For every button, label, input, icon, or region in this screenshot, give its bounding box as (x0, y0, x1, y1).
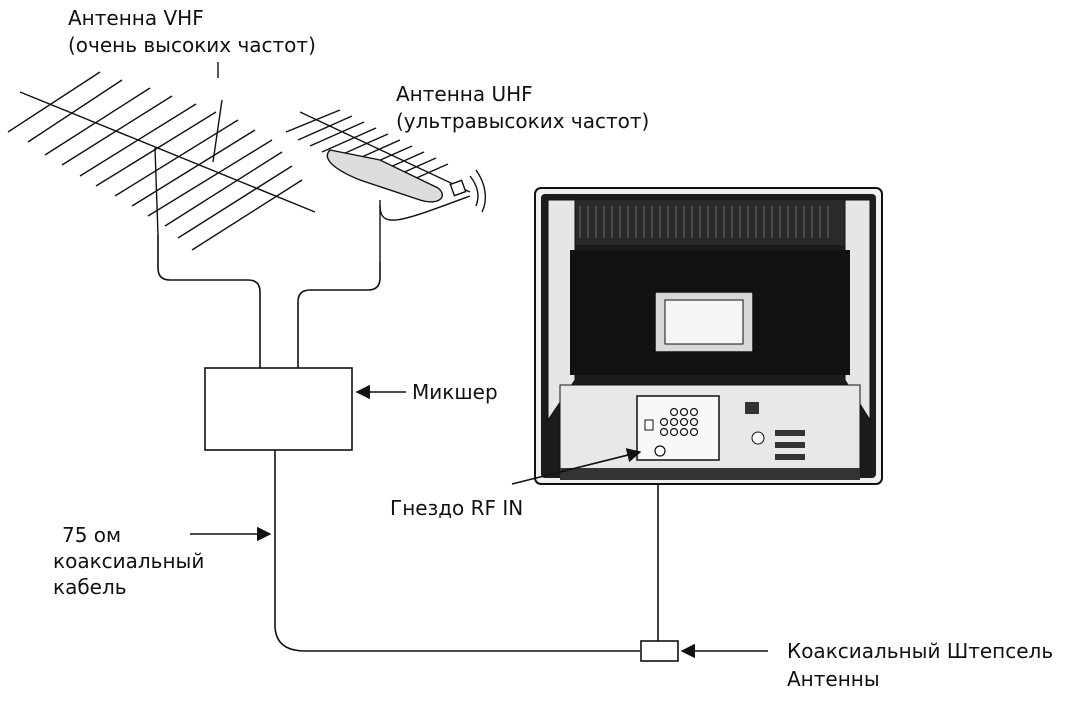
coaxial-cable (274, 450, 640, 652)
uhf-antenna-label-line2: (ультравысоких частот) (396, 109, 649, 133)
antenna-feed-cables (157, 235, 381, 368)
vhf-antenna-label-line2: (очень высоких частот) (68, 33, 316, 57)
cable-label-line3: кабель (53, 575, 127, 599)
tv-rear-panel-icon (534, 187, 883, 485)
rf-in-arrow (511, 448, 642, 485)
vhf-antenna-label-line1: Антенна VHF (68, 6, 204, 30)
plug-label-line2: Антенны (787, 667, 880, 691)
plug-label-line1: Коаксиальный Штепсель (787, 639, 1053, 663)
rf-in-label: Гнездо RF IN (390, 496, 523, 520)
vhf-antenna-icon (7, 62, 316, 251)
uhf-antenna-icon (285, 109, 487, 262)
cable-label-line2: коаксиальный (53, 549, 204, 573)
mixer-label: Микшер (412, 380, 498, 404)
uhf-antenna-label-line1: Антенна UHF (396, 82, 533, 106)
cable-label-line1: 75 ом (62, 523, 121, 547)
mixer-box-icon (204, 367, 353, 451)
coaxial-plug-icon (640, 640, 679, 662)
